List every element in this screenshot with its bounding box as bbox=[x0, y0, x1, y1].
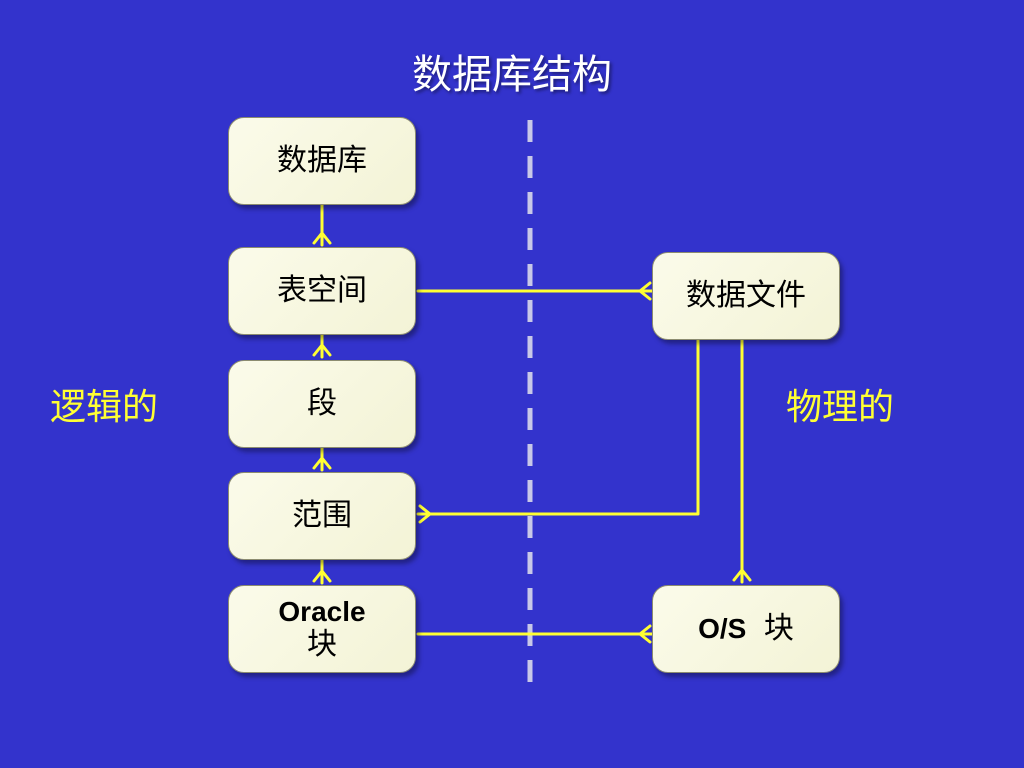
logical-label: 逻辑的 bbox=[50, 387, 159, 428]
node-os-block-cjk: 块 bbox=[763, 610, 794, 646]
node-tablespace-label: 表空间 bbox=[277, 272, 367, 308]
node-os-block-latin: O/S bbox=[698, 612, 747, 644]
node-segment: 段 bbox=[228, 360, 416, 448]
node-tablespace: 表空间 bbox=[228, 247, 416, 335]
node-oracle-block-line2: 块 bbox=[306, 626, 337, 662]
connector-database-tablespace bbox=[312, 203, 332, 247]
node-database: 数据库 bbox=[228, 117, 416, 205]
node-segment-label: 段 bbox=[307, 385, 337, 421]
node-database-label: 数据库 bbox=[277, 142, 367, 178]
connector-datafile-extent bbox=[416, 338, 700, 524]
connector-segment-extent bbox=[312, 446, 332, 472]
node-datafile-label: 数据文件 bbox=[686, 277, 806, 313]
node-datafile: 数据文件 bbox=[652, 252, 840, 340]
page-title: 数据库结构 bbox=[412, 52, 612, 98]
node-extent: 范围 bbox=[228, 472, 416, 560]
connector-tablespace-segment bbox=[312, 333, 332, 359]
node-oracle-block-line1: Oracle bbox=[278, 595, 366, 627]
physical-label: 物理的 bbox=[786, 387, 895, 428]
connector-extent-oracle-block bbox=[312, 558, 332, 585]
node-oracle-block: Oracle 块 bbox=[228, 585, 416, 673]
connector-datafile-os-block bbox=[732, 338, 752, 584]
connector-tablespace-datafile bbox=[416, 281, 654, 301]
node-extent-label: 范围 bbox=[292, 497, 352, 533]
connector-oracle-block-os-block bbox=[416, 624, 654, 644]
node-os-block: O/S 块 bbox=[652, 585, 840, 673]
